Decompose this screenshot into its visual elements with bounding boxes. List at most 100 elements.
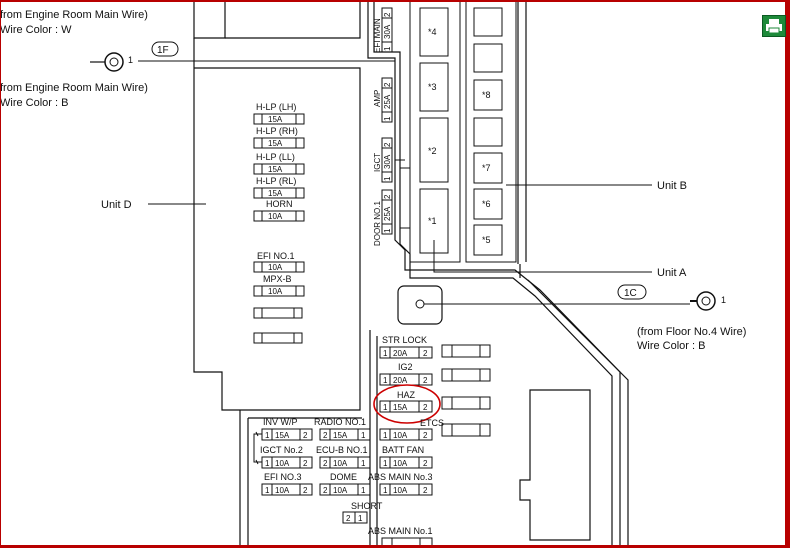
- fuse-pin-text: 1: [265, 431, 270, 440]
- fuse-name: DOME: [330, 472, 357, 482]
- fuse-pin-text: 2: [423, 349, 428, 358]
- fuse-amp: 15A: [268, 165, 283, 174]
- fuse-name: ABS MAIN No.3: [368, 472, 433, 482]
- fuse-pin-text: 15A: [275, 431, 290, 440]
- relay-6: [473, 188, 503, 220]
- fuse-pin-text: 1: [383, 349, 388, 358]
- fuse-pin-text: 10A: [275, 459, 290, 468]
- viewer-frame-left: [0, 0, 1, 548]
- relay-2: [419, 117, 449, 183]
- fuse-name: EFI NO.1: [257, 251, 295, 261]
- relay-8: [473, 79, 503, 111]
- viewer-frame-bottom: [0, 545, 790, 548]
- fuse-amp: 25A: [383, 206, 392, 221]
- fuse-pin-text: 2: [303, 486, 308, 495]
- unit-a-label: Unit A: [657, 267, 687, 279]
- fuse-amp: 10A: [268, 287, 283, 296]
- fuse-pin-text: 1: [361, 459, 366, 468]
- fuse-pin-text: 1: [383, 431, 388, 440]
- from-floor-label: (from Floor No.4 Wire): [637, 326, 746, 338]
- vertical-fuses: 2 30A 1 EFI MAIN 2 25A 1 AMP 2 30A 1: [373, 7, 393, 246]
- fuse-pin-text: 10A: [333, 486, 348, 495]
- relay-label-4: *4: [428, 27, 437, 37]
- relay-label-1: *1: [428, 216, 437, 226]
- relay-label-3: *3: [428, 82, 437, 92]
- fuse-pin-text: 2: [423, 486, 428, 495]
- unit-b-label: Unit B: [657, 180, 687, 192]
- fuse-amp: 15A: [268, 189, 283, 198]
- fuse-amp: 30A: [383, 154, 392, 169]
- fuse-pin-text: 1: [361, 431, 366, 440]
- relay-block: [409, 0, 517, 263]
- relay-7: [473, 152, 503, 184]
- relay-3: [419, 62, 449, 112]
- fuse-amp: 10A: [268, 263, 283, 272]
- fuse-pin-text: 15A: [333, 431, 348, 440]
- pin-1-label: 1: [128, 55, 133, 65]
- fuse-efi-main: 2 30A 1 EFI MAIN: [373, 7, 393, 53]
- viewer-frame-top: [0, 0, 785, 2]
- printer-icon: [766, 19, 782, 34]
- fuse-name: DOOR NO.1: [373, 201, 382, 246]
- fuse-name: HAZ: [397, 390, 416, 400]
- fuse-pin-text: 10A: [275, 486, 290, 495]
- ground-connection: 1C 1 (from Floor No.4 Wire) Wire Color :…: [397, 284, 746, 352]
- fuse-name: IGCT No.2: [260, 445, 303, 455]
- pin-1b-label: 1: [721, 295, 726, 305]
- viewer-frame-right: [785, 0, 790, 548]
- abs-main-1-label: ABS MAIN No.1: [368, 526, 433, 536]
- fuse-p2: 2: [383, 12, 392, 17]
- fuse-name: BATT FAN: [382, 445, 424, 455]
- fuse-name: IG2: [398, 362, 413, 372]
- fuse-igct: 2 30A 1 IGCT: [373, 137, 393, 183]
- fuse-pin-text: 2: [346, 514, 351, 523]
- fuse-name: STR LOCK: [382, 335, 427, 345]
- fuse-amp-block: 2 25A 1 AMP: [373, 77, 393, 123]
- fuse-pin-text: 2: [303, 431, 308, 440]
- fuse-pin-text: 2: [323, 459, 328, 468]
- fuse-pin-text: 2: [423, 459, 428, 468]
- fuse-name: MPX-B: [263, 274, 292, 284]
- fuse-pin-text: 2: [323, 431, 328, 440]
- fuse-name: H-LP (RL): [256, 176, 296, 186]
- fuse-p1: 1: [383, 228, 392, 233]
- fuse-pin-text: 1: [383, 459, 388, 468]
- relay-label-8: *8: [482, 90, 491, 100]
- wire-annotations-left: from Engine Room Main Wire) Wire Color :…: [0, 9, 405, 161]
- fuse-pin-text: 1: [383, 403, 388, 412]
- fuse-name: IGCT: [373, 153, 382, 172]
- fuse-name: EFI MAIN: [373, 18, 382, 53]
- relay-label-6: *6: [482, 199, 491, 209]
- fuse-name: H-LP (LH): [256, 102, 296, 112]
- fuse-name: EFI NO.3: [264, 472, 302, 482]
- fuse-pin-text: 10A: [393, 431, 408, 440]
- fuse-amp: 10A: [268, 212, 283, 221]
- print-button[interactable]: [762, 15, 786, 37]
- fuse-name: RADIO NO.1: [314, 417, 366, 427]
- fuse-pin-text: 10A: [333, 459, 348, 468]
- fuse-p1: 1: [383, 46, 392, 51]
- relay-5: [473, 224, 503, 256]
- fuse-amp: 15A: [268, 139, 283, 148]
- unit-labels: Unit D Unit B Unit A: [101, 167, 687, 279]
- relay-label-5: *5: [482, 235, 491, 245]
- fuse-p2: 2: [383, 194, 392, 199]
- fuse-amp: 30A: [383, 24, 392, 39]
- wire-color-b-label: Wire Color : B: [0, 97, 68, 109]
- from-engine-room-label-1: from Engine Room Main Wire): [0, 9, 148, 21]
- fuse-name: H-LP (LL): [256, 152, 295, 162]
- haz-highlight-circle: [373, 384, 441, 424]
- fuse-pin-text: 20A: [393, 376, 408, 385]
- fuse-amp: 25A: [383, 94, 392, 109]
- short-label: SHORT: [351, 501, 383, 511]
- fuse-name: HORN: [266, 199, 293, 209]
- unit-d-label: Unit D: [101, 199, 132, 211]
- fuse-name: INV W/P: [263, 417, 298, 427]
- lower-fuses: INV W/P 1 15A 2 RADIO NO.1 2 15A 1 IGCT No.2…: [253, 417, 433, 548]
- fuse-pin-text: 1: [383, 376, 388, 385]
- wire-color-w-label: Wire Color : W: [0, 24, 72, 36]
- fuse-door-no1: 2 25A 1 DOOR NO.1: [373, 189, 393, 246]
